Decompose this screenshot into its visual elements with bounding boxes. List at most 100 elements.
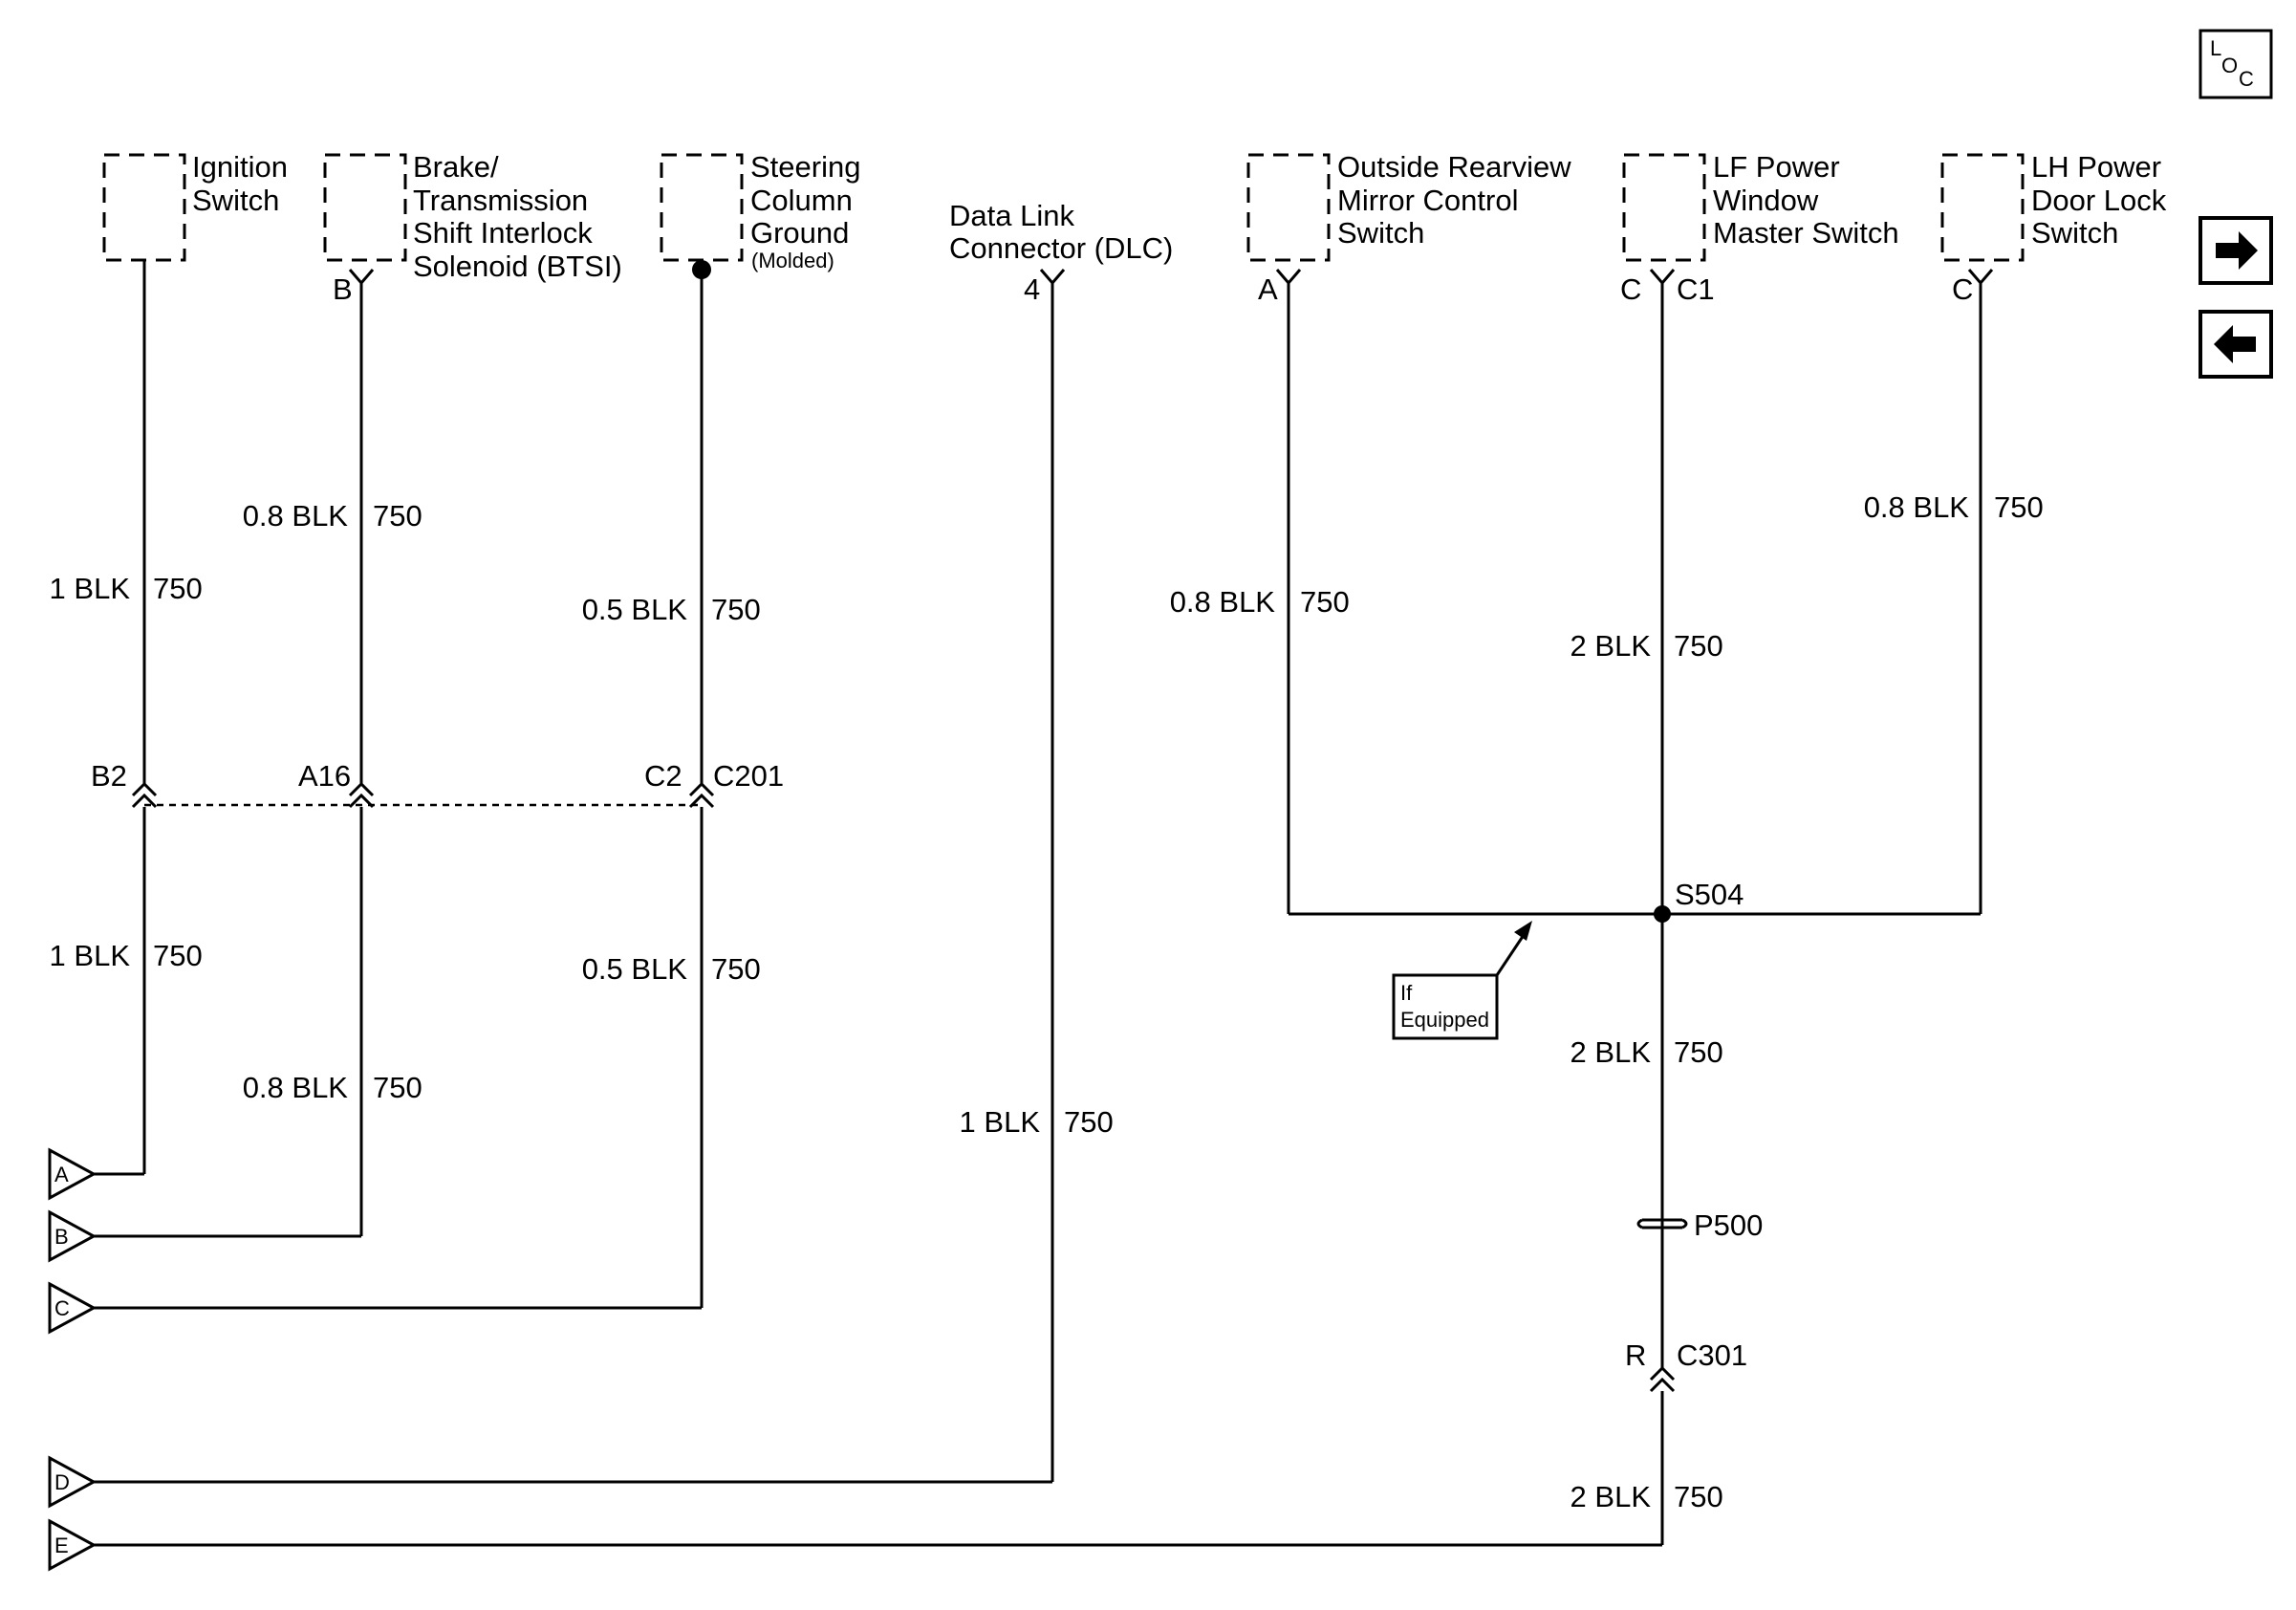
lhlock-upper-size: 0.8 BLK	[1864, 490, 1970, 524]
bottom-wire-circuit: 750	[1674, 1480, 1723, 1513]
dlc-label-2: Connector (DLC)	[949, 231, 1173, 265]
offpage-d-triangle-icon	[48, 1455, 97, 1509]
if-equipped-line-2: Equipped	[1400, 1008, 1489, 1032]
mirror-switch-box	[1246, 153, 1331, 262]
mirror-upper-circuit: 750	[1300, 585, 1350, 619]
btsi-upper-circuit: 750	[373, 499, 422, 533]
ign-lower-circuit: 750	[153, 939, 203, 972]
steer-upper-size: 0.5 BLK	[582, 593, 688, 626]
steering-ground-label-3: Ground	[750, 216, 849, 250]
offpage-connector-c[interactable]: C	[48, 1281, 97, 1335]
btsi-label-4: Solenoid (BTSI)	[413, 250, 622, 283]
steer-upper-circuit: 750	[711, 593, 761, 626]
c201-a16-terminal	[348, 781, 375, 809]
lf-window-switch-label-3: Master Switch	[1713, 216, 1899, 250]
btsi-box	[323, 153, 407, 262]
offpage-a-label: A	[54, 1163, 69, 1186]
c201-name: C201	[713, 759, 784, 793]
ignition-switch-label-2: Switch	[192, 184, 279, 217]
mirror-terminal	[1275, 269, 1302, 286]
offpage-connector-e[interactable]: E	[48, 1518, 97, 1572]
offpage-a-triangle-icon	[48, 1147, 97, 1201]
if-equipped-arrowhead	[1514, 921, 1532, 941]
loc-icon-l: L	[2210, 36, 2221, 60]
dlc-terminal	[1039, 269, 1066, 286]
lf-window-switch-label-1: LF Power	[1713, 150, 1840, 184]
mirror-switch-label-2: Mirror Control	[1337, 184, 1518, 217]
btsi-label-2: Transmission	[413, 184, 588, 217]
c201-pin-a16: A16	[298, 759, 351, 793]
lf-window-terminal	[1649, 269, 1676, 286]
offpage-connector-d[interactable]: D	[48, 1455, 97, 1509]
mirror-pin-label: A	[1258, 272, 1278, 306]
dlc-wire-circuit: 750	[1064, 1105, 1114, 1139]
ignition-switch-label-1: Ignition	[192, 150, 288, 184]
dlc-wire-size: 1 BLK	[960, 1105, 1041, 1139]
lh-door-lock-switch-box	[1940, 153, 2025, 262]
ign-lower-size: 1 BLK	[50, 939, 131, 972]
c301-pin-label: R	[1625, 1338, 1646, 1372]
btsi-terminal	[348, 269, 375, 286]
offpage-c-triangle-icon	[48, 1281, 97, 1335]
if-equipped-line-1: If	[1400, 981, 1413, 1005]
c301-terminal	[1649, 1365, 1676, 1393]
lh-door-lock-switch-label-1: LH Power	[2031, 150, 2161, 184]
splice-s504-label: S504	[1675, 878, 1744, 911]
steering-ground-note: (Molded)	[751, 249, 834, 272]
c201-c2-terminal	[688, 781, 715, 809]
if-equipped-box	[1392, 973, 1499, 1040]
splice-lower-size: 2 BLK	[1570, 1035, 1652, 1069]
c201-pin-c2: C2	[644, 759, 682, 793]
btsi-lower-size: 0.8 BLK	[243, 1071, 349, 1104]
previous-page-button[interactable]	[2199, 310, 2273, 379]
offpage-e-label: E	[54, 1534, 69, 1557]
p500-grommet-icon	[1636, 1218, 1688, 1229]
lfwin-upper-size: 2 BLK	[1570, 629, 1652, 663]
dlc-pin-label: 4	[1024, 272, 1040, 306]
bottom-wire-size: 2 BLK	[1570, 1480, 1652, 1513]
btsi-upper-size: 0.8 BLK	[243, 499, 349, 533]
lf-window-switch-label-2: Window	[1713, 184, 1819, 217]
offpage-d-label: D	[54, 1470, 70, 1494]
right-arrow-icon	[2216, 231, 2258, 270]
c201-b2-terminal	[131, 781, 158, 809]
steer-lower-circuit: 750	[711, 952, 761, 986]
ign-upper-size: 1 BLK	[50, 572, 131, 605]
loc-icon-o: O	[2221, 54, 2238, 77]
next-page-button[interactable]	[2199, 216, 2273, 285]
p500-label: P500	[1694, 1208, 1763, 1242]
steering-ground-label-1: Steering	[750, 150, 860, 184]
left-arrow-icon	[2214, 325, 2256, 363]
lfwin-upper-circuit: 750	[1674, 629, 1723, 663]
offpage-c-label: C	[54, 1296, 70, 1320]
mirror-switch-label-1: Outside Rearview	[1337, 150, 1571, 184]
splice-lower-circuit: 750	[1674, 1035, 1723, 1069]
btsi-label-1: Brake/	[413, 150, 499, 184]
mirror-upper-size: 0.8 BLK	[1170, 585, 1276, 619]
btsi-label-3: Shift Interlock	[413, 216, 593, 250]
steer-lower-size: 0.5 BLK	[582, 952, 688, 986]
ignition-switch-box	[102, 153, 186, 262]
c301-name: C301	[1677, 1338, 1747, 1372]
loc-icon-c: C	[2239, 67, 2254, 91]
btsi-pin-label: B	[333, 272, 353, 306]
mirror-switch-label-3: Switch	[1337, 216, 1424, 250]
offpage-b-triangle-icon	[48, 1209, 97, 1263]
lhlock-upper-circuit: 750	[1994, 490, 2044, 524]
offpage-e-triangle-icon	[48, 1518, 97, 1572]
btsi-lower-circuit: 750	[373, 1071, 422, 1104]
lh-door-lock-switch-label-3: Switch	[2031, 216, 2118, 250]
lh-door-lock-switch-label-2: Door Lock	[2031, 184, 2167, 217]
lh-door-lock-pin-label: C	[1952, 272, 1973, 306]
ign-upper-circuit: 750	[153, 572, 203, 605]
loc-icon	[2199, 29, 2273, 99]
lf-window-switch-box	[1622, 153, 1706, 262]
dlc-label-1: Data Link	[949, 199, 1074, 232]
steering-ground-box	[660, 153, 744, 262]
lf-window-pin-label: C	[1620, 272, 1641, 306]
lf-window-connector-label: C1	[1677, 272, 1715, 306]
offpage-connector-a[interactable]: A	[48, 1147, 97, 1201]
location-view-button[interactable]: L O C	[2199, 29, 2273, 99]
offpage-connector-b[interactable]: B	[48, 1209, 97, 1263]
